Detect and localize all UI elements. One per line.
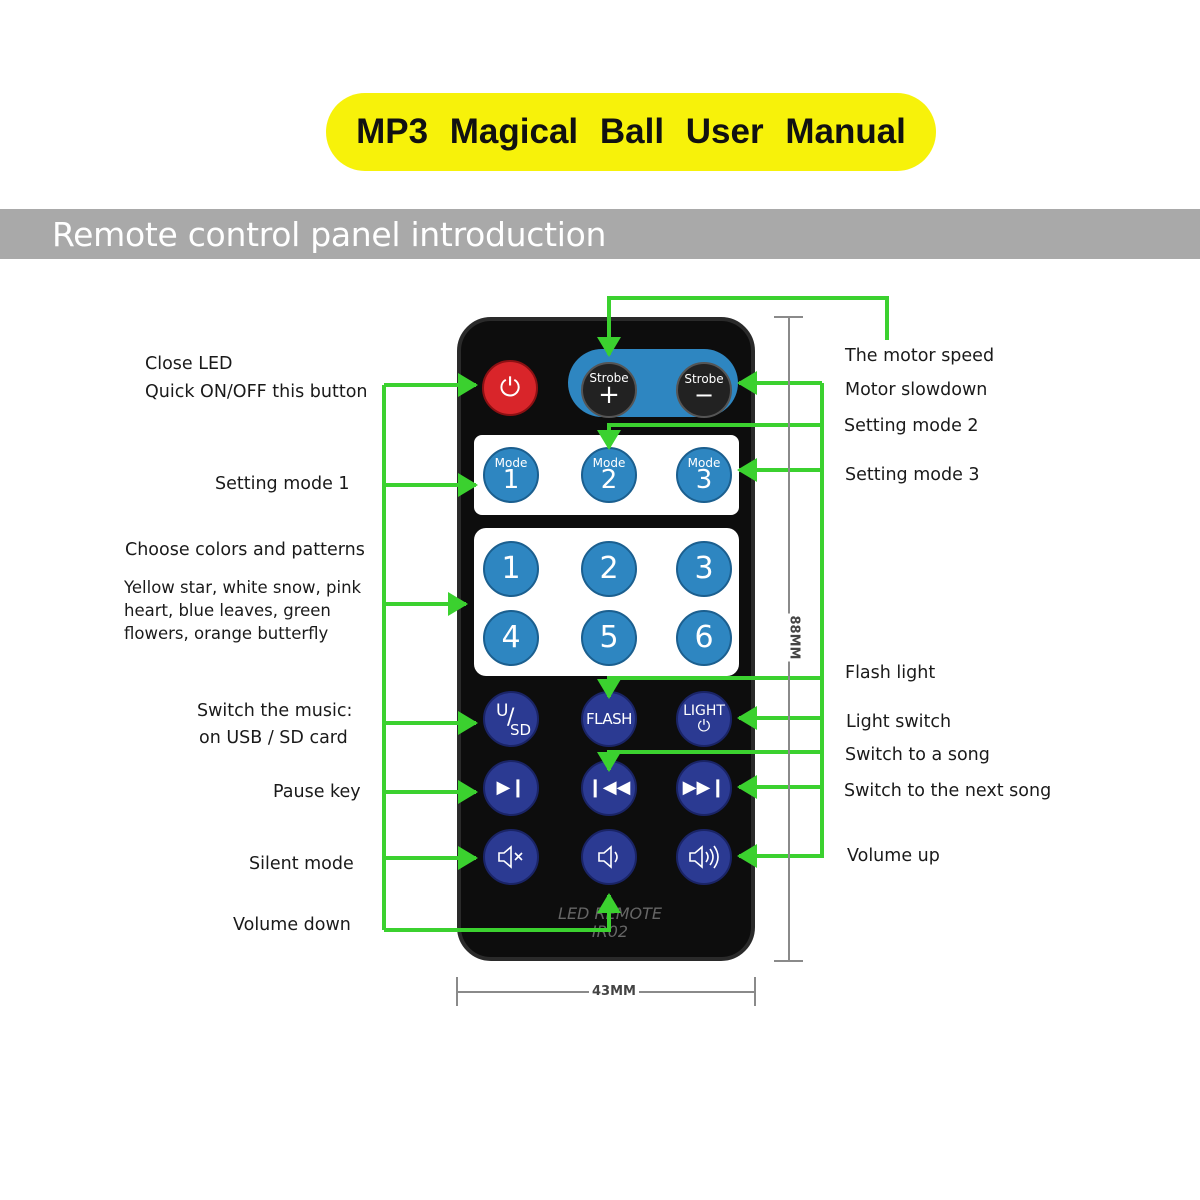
title-banner: MP3 Magical Ball User Manual (326, 93, 936, 171)
label-quick-onoff: Quick ON/OFF this button (145, 382, 368, 402)
label-next-song: Switch to the next song (844, 781, 1052, 801)
number-5-button[interactable]: 5 (581, 610, 637, 666)
usb-sd-sd-label: SD (510, 721, 532, 739)
strobe-minus-sign: − (693, 381, 715, 409)
arrow-flash (597, 676, 822, 699)
label-switch-song: Switch to a song (845, 745, 990, 765)
label-patterns-line3: flowers, orange butterfly (124, 623, 329, 643)
arrow-strobe-plus (597, 296, 889, 357)
label-switch-music-2: on USB / SD card (199, 728, 348, 748)
strobe-plus-label: Strobe (589, 371, 629, 385)
mode-2-label: Mode (592, 456, 626, 470)
mode-3-label: Mode (687, 456, 721, 470)
number-5-label: 5 (599, 620, 619, 655)
number-3-button[interactable]: 3 (676, 541, 732, 597)
play-pause-button[interactable]: ▶❙ (483, 760, 539, 816)
mute-button[interactable] (483, 829, 539, 885)
height-dimension-label: 88MM (786, 613, 802, 662)
number-4-label: 4 (501, 620, 521, 655)
number-6-label: 6 (694, 620, 714, 655)
label-volume-down: Volume down (233, 915, 351, 935)
strobe-plus-sign: + (598, 380, 620, 410)
label-motor-speed: The motor speed (845, 346, 995, 366)
flash-label: FLASH (586, 710, 632, 728)
label-setting-mode-1: Setting mode 1 (215, 474, 350, 494)
next-icon: ▶▶❙ (682, 777, 726, 798)
mode-1-label: Mode (494, 456, 528, 470)
section-title: Remote control panel introduction (52, 215, 607, 254)
number-4-button[interactable]: 4 (483, 610, 539, 666)
light-power-icon: ⏻ (697, 716, 711, 735)
strobe-plus-button[interactable]: Strobe + (581, 362, 637, 418)
strobe-minus-button[interactable]: Strobe − (676, 362, 732, 418)
width-dimension-label: 43MM (589, 984, 639, 999)
number-2-label: 2 (599, 551, 619, 586)
usb-sd-button[interactable]: U / SD (483, 691, 539, 747)
number-2-button[interactable]: 2 (581, 541, 637, 597)
previous-icon: ❙◀◀ (587, 777, 631, 798)
arrow-previous (597, 750, 822, 772)
mode-1-number: 1 (502, 465, 520, 495)
label-patterns-line1: Yellow star, white snow, pink (124, 578, 362, 597)
label-silent-mode: Silent mode (249, 854, 354, 874)
mode-3-button[interactable]: Mode 3 (676, 447, 732, 503)
number-3-label: 3 (694, 551, 714, 586)
arrow-mode-2 (597, 423, 822, 450)
flash-button[interactable]: FLASH (581, 691, 637, 747)
usb-sd-u-label: U (496, 701, 509, 721)
light-label: LIGHT (683, 703, 725, 719)
label-patterns: Yellow star, white snow, pink heart, blu… (124, 577, 361, 645)
label-motor-slowdown: Motor slowdown (845, 380, 988, 400)
label-switch-music-1: Switch the music: (197, 701, 353, 721)
volume-up-button[interactable] (676, 829, 732, 885)
label-volume-up: Volume up (847, 846, 940, 866)
volume-down-icon (598, 845, 618, 869)
label-choose-colors: Choose colors and patterns (125, 540, 365, 560)
number-1-button[interactable]: 1 (483, 541, 539, 597)
label-flash-light: Flash light (845, 663, 936, 683)
power-icon: ⏻ (499, 373, 521, 403)
label-close-led: Close LED (145, 354, 233, 374)
volume-up-icon (689, 845, 719, 869)
mode-1-button[interactable]: Mode 1 (483, 447, 539, 503)
play-pause-icon: ▶❙ (496, 777, 526, 798)
usb-sd-slash: / (507, 705, 515, 730)
label-pause-key: Pause key (273, 782, 361, 802)
label-patterns-line2: heart, blue leaves, green (124, 600, 331, 620)
mode-2-number: 2 (600, 465, 618, 495)
mode-2-button[interactable]: Mode 2 (581, 447, 637, 503)
mute-icon (498, 845, 523, 869)
section-header-bar: Remote control panel introduction (0, 209, 1200, 259)
power-button[interactable]: ⏻ (482, 360, 538, 416)
volume-down-button[interactable] (581, 829, 637, 885)
number-6-button[interactable]: 6 (676, 610, 732, 666)
label-light-switch: Light switch (846, 712, 952, 732)
page-title: MP3 Magical Ball User Manual (356, 112, 906, 151)
mode-3-number: 3 (695, 465, 713, 495)
number-1-label: 1 (501, 551, 521, 586)
strobe-minus-label: Strobe (684, 372, 724, 386)
label-setting-mode-2: Setting mode 2 (844, 416, 979, 436)
next-button[interactable]: ▶▶❙ (676, 760, 732, 816)
label-setting-mode-3: Setting mode 3 (845, 465, 980, 485)
light-button[interactable]: LIGHT ⏻ (676, 691, 732, 747)
arrow-volume-down (384, 893, 621, 932)
